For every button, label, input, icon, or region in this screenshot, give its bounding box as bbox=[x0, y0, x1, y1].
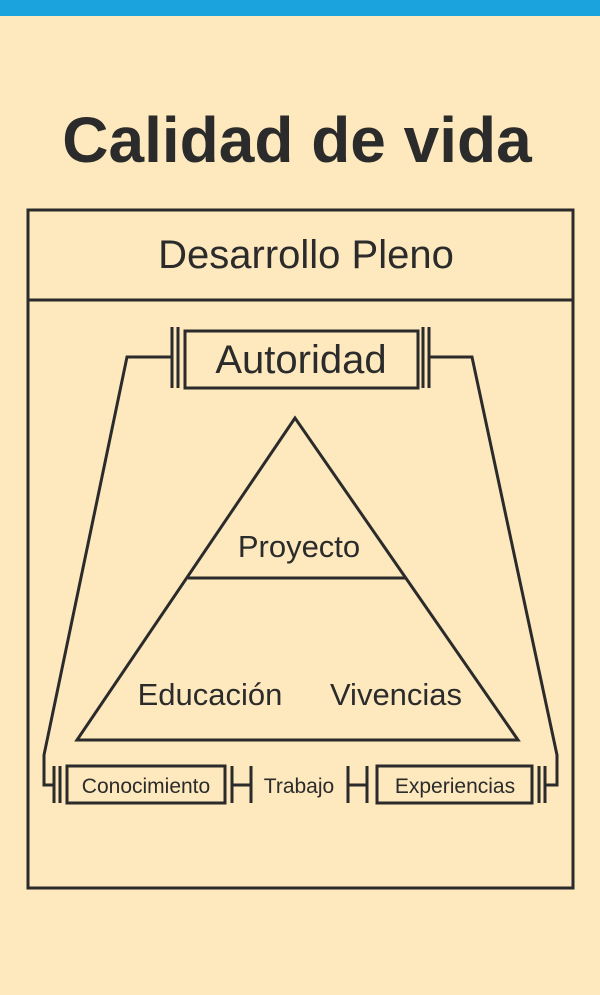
right-connector bbox=[429, 355, 559, 787]
authority-box bbox=[183, 329, 420, 390]
pyramid bbox=[74, 415, 521, 742]
authority-label: Autoridad bbox=[215, 338, 386, 382]
top-box-label: Desarrollo Pleno bbox=[158, 233, 454, 277]
pyramid-top-label: Proyecto bbox=[238, 529, 360, 564]
left-connector bbox=[42, 355, 172, 787]
experiences-box bbox=[375, 764, 534, 805]
experiences-label: Experiencias bbox=[395, 775, 515, 798]
knowledge-box bbox=[65, 764, 227, 805]
pyramid-bottom-right-label: Vivencias bbox=[330, 677, 462, 712]
pyramid-bottom-left-label: Educación bbox=[138, 677, 283, 712]
page-title: Calidad de vida bbox=[62, 104, 532, 176]
top-accent-bar bbox=[0, 0, 600, 16]
work-label: Trabajo bbox=[264, 775, 334, 798]
knowledge-label: Conocimiento bbox=[82, 775, 210, 798]
outer-frame bbox=[26, 208, 575, 890]
bottom-row bbox=[52, 764, 547, 805]
